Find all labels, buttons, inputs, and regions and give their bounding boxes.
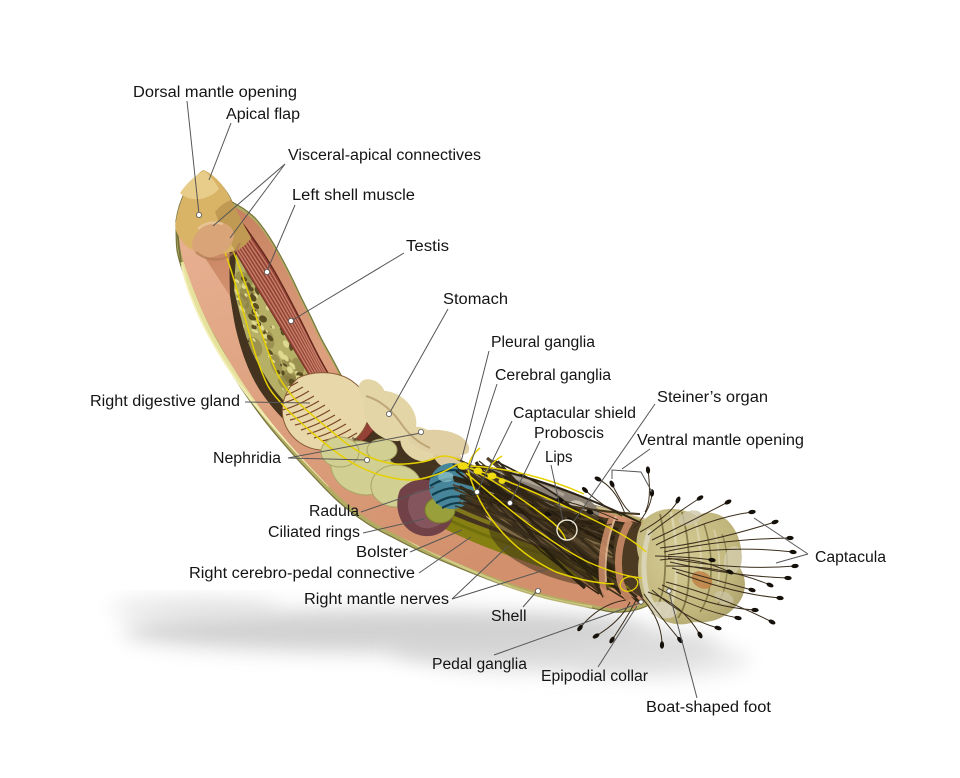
svg-text:Testis: Testis — [406, 238, 449, 255]
svg-text:Stomach: Stomach — [443, 291, 508, 308]
svg-text:Pedal ganglia: Pedal ganglia — [432, 656, 527, 673]
svg-text:Lips: Lips — [545, 449, 573, 466]
svg-text:Nephridia: Nephridia — [213, 450, 281, 467]
svg-text:Bolster: Bolster — [356, 544, 408, 561]
svg-text:Pleural ganglia: Pleural ganglia — [491, 334, 595, 351]
svg-text:Epipodial collar: Epipodial collar — [541, 668, 648, 685]
svg-text:Steiner’s organ: Steiner’s organ — [657, 389, 768, 406]
svg-text:Ciliated rings: Ciliated rings — [268, 524, 360, 541]
svg-text:Right mantle nerves: Right mantle nerves — [304, 591, 449, 608]
svg-text:Captacular shield: Captacular shield — [513, 405, 636, 422]
svg-text:Captacula: Captacula — [815, 549, 886, 566]
svg-text:Cerebral ganglia: Cerebral ganglia — [495, 367, 611, 384]
svg-text:Radula: Radula — [309, 503, 359, 520]
svg-text:Visceral-apical connectives: Visceral-apical connectives — [288, 147, 481, 164]
svg-text:Right digestive gland: Right digestive gland — [90, 393, 240, 410]
svg-text:Dorsal mantle opening: Dorsal mantle opening — [133, 84, 297, 101]
svg-text:Boat-shaped foot: Boat-shaped foot — [646, 699, 772, 716]
svg-text:Ventral mantle opening: Ventral mantle opening — [637, 432, 804, 449]
svg-text:Left shell muscle: Left shell muscle — [292, 187, 415, 204]
svg-text:Apical flap: Apical flap — [226, 106, 300, 123]
svg-text:Proboscis: Proboscis — [534, 425, 604, 442]
svg-text:Shell: Shell — [491, 608, 527, 625]
svg-text:Right cerebro-pedal connective: Right cerebro-pedal connective — [189, 565, 415, 582]
